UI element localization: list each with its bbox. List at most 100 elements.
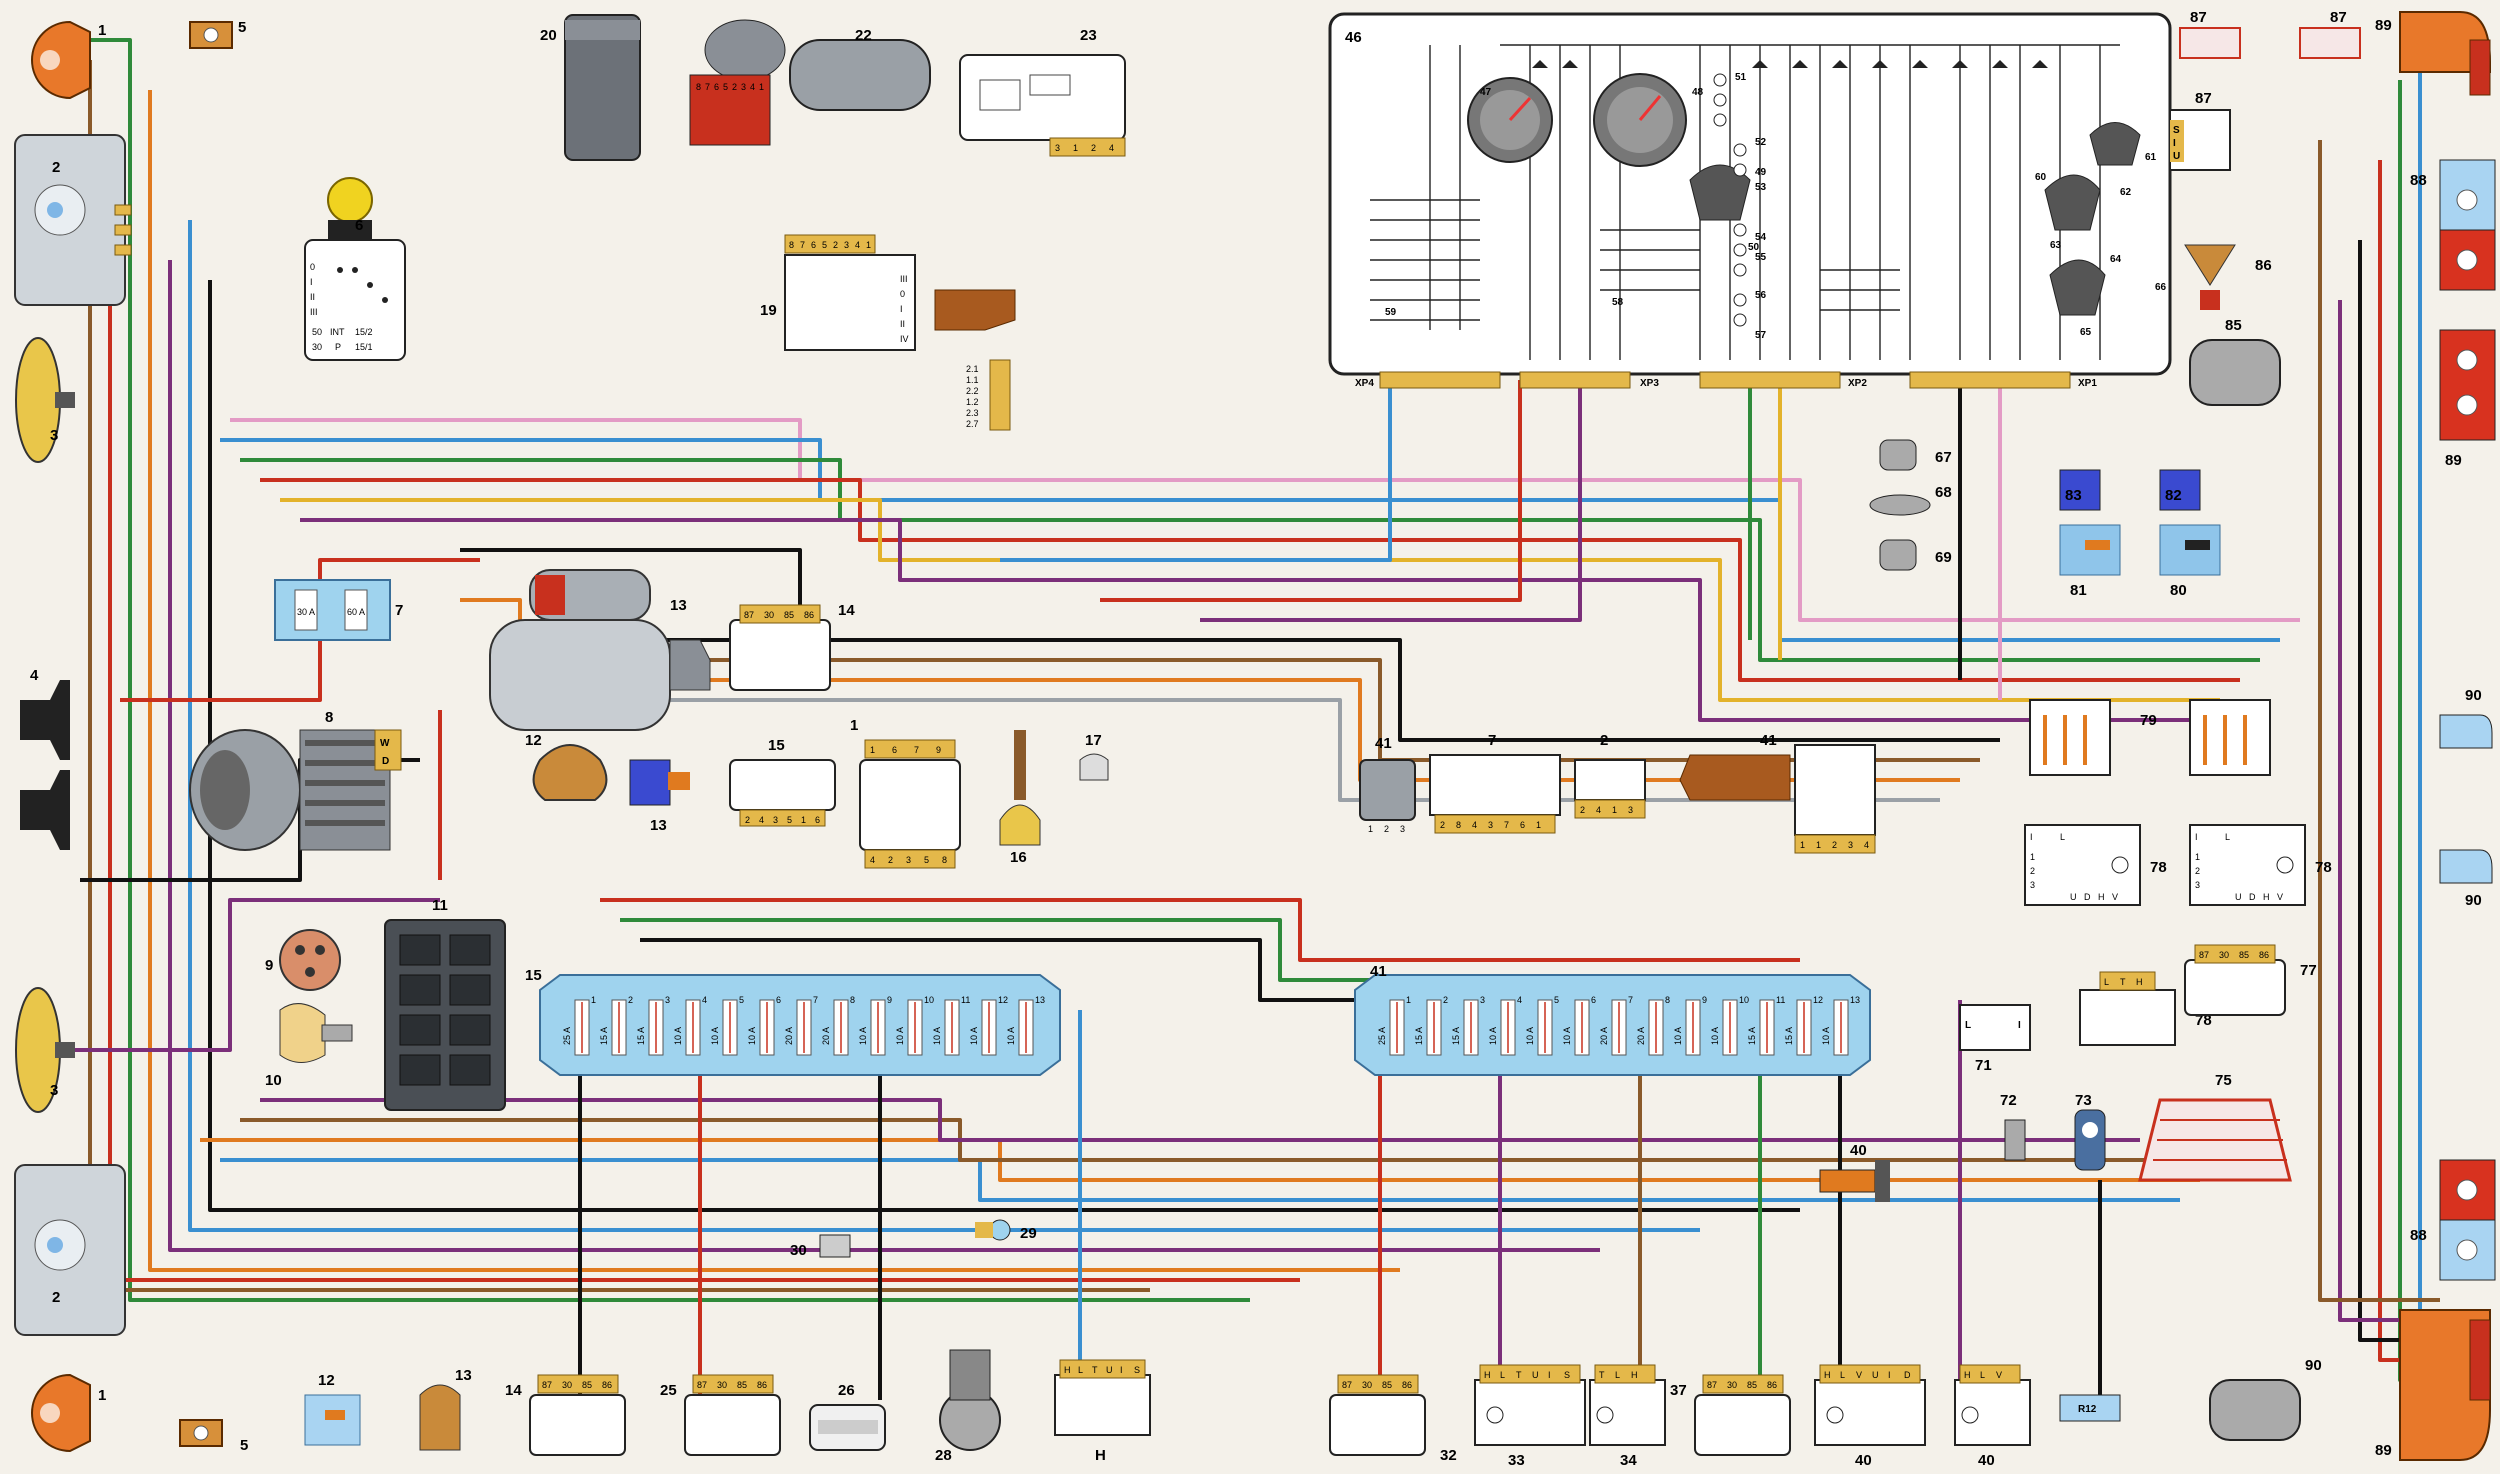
pin-label: S bbox=[1134, 1365, 1140, 1375]
fuse-number: 13 bbox=[1035, 995, 1045, 1005]
pin-label: L bbox=[1615, 1370, 1620, 1380]
switch-pos-3: III bbox=[310, 307, 318, 317]
connector-label: 1.1 bbox=[966, 375, 979, 385]
pin-label: 87 bbox=[1707, 1380, 1717, 1390]
turn-signal-front-right: 1 bbox=[31, 1373, 106, 1453]
pin-label: H bbox=[2098, 892, 2105, 902]
pin-label: D bbox=[2249, 892, 2256, 902]
sensor-22: 16 bbox=[999, 730, 1041, 866]
label-40: 40 bbox=[1850, 1142, 1867, 1159]
label-81: 83 bbox=[2065, 487, 2082, 504]
fuse-number: 6 bbox=[1591, 995, 1596, 1005]
switch-pos-1: I bbox=[310, 277, 313, 287]
label-80: 82 bbox=[2165, 487, 2182, 504]
xp3-label: ХР3 bbox=[1640, 378, 1659, 389]
pin-label: 6 bbox=[714, 82, 719, 92]
heaters-85: 87 87 bbox=[2179, 9, 2361, 59]
pin-label: 3 bbox=[844, 240, 849, 250]
label-37: 37 bbox=[1670, 1382, 1687, 1399]
pin-label: 1 bbox=[1368, 824, 1373, 834]
pin-label: 87 bbox=[697, 1380, 707, 1390]
motor-82: 85 bbox=[2189, 317, 2281, 406]
pin-label: T bbox=[2120, 977, 2126, 987]
label-38: 40 bbox=[1855, 1452, 1872, 1469]
fuse-number: 12 bbox=[1813, 995, 1823, 1005]
pin-label: 86 bbox=[804, 610, 814, 620]
label-43: 7 bbox=[1488, 732, 1496, 749]
pin-label: 86 bbox=[757, 1380, 767, 1390]
label-17: 13 bbox=[650, 817, 667, 834]
pin-label: 3 bbox=[2030, 880, 2035, 890]
pin-label: 6 bbox=[815, 815, 820, 825]
pin-label: L bbox=[2060, 832, 2065, 842]
fuse-number: 8 bbox=[1665, 995, 1670, 1005]
fuse-rating: 10 A bbox=[932, 1027, 942, 1045]
fuse-number: 1 bbox=[1406, 995, 1411, 1005]
pin-label: 85 bbox=[1382, 1380, 1392, 1390]
sensor-17: 13 bbox=[629, 759, 690, 834]
label-3: 3 bbox=[50, 427, 58, 444]
resistors-77: 79 bbox=[2029, 699, 2271, 776]
pin-label: 4 bbox=[750, 82, 755, 92]
label-44: 2 bbox=[1600, 732, 1608, 749]
pin-label: H bbox=[1064, 1365, 1071, 1375]
connector-label: 2.3 bbox=[966, 408, 979, 418]
label-53: 53 bbox=[1755, 182, 1767, 193]
pin-label: 87 bbox=[2199, 950, 2209, 960]
pin-label: 2 bbox=[2030, 866, 2035, 876]
pin-label: 30 bbox=[562, 1380, 572, 1390]
switch-24-pos-ii: II bbox=[900, 319, 905, 329]
fuse-number: 8 bbox=[850, 995, 855, 1005]
pin-label: 3 bbox=[1488, 820, 1493, 830]
label-47: 47 bbox=[1480, 87, 1492, 98]
fuse-number: 2 bbox=[1443, 995, 1448, 1005]
pin-label: 3 bbox=[2195, 880, 2200, 890]
connector-label: 2.7 bbox=[966, 419, 979, 429]
label-29: 26 bbox=[838, 1382, 855, 1399]
pin-label: 5 bbox=[787, 815, 792, 825]
sensor-23: 17 bbox=[1079, 732, 1109, 781]
label-69: 69 bbox=[1935, 549, 1952, 566]
label-18: 15 bbox=[768, 737, 785, 754]
pin-label: D bbox=[1904, 1370, 1911, 1380]
label-65: 65 bbox=[2080, 327, 2092, 338]
pin-label: 7 bbox=[914, 745, 919, 755]
fuse-number: 5 bbox=[739, 995, 744, 1005]
pin-label: 87 bbox=[744, 610, 754, 620]
label-70: 71 bbox=[1975, 1057, 1992, 1074]
label-7: 7 bbox=[395, 602, 403, 619]
label-77: 79 bbox=[2140, 712, 2157, 729]
pin-label: T bbox=[1516, 1370, 1522, 1380]
pin-label: 4 bbox=[870, 855, 875, 865]
fuse-60a: 60 A bbox=[347, 607, 365, 617]
pin-label: 87 bbox=[1342, 1380, 1352, 1390]
label-58: 58 bbox=[1612, 297, 1624, 308]
switch-84: S I U 87 bbox=[2169, 90, 2231, 171]
fuse-number: 12 bbox=[998, 995, 1008, 1005]
label-75: 77 bbox=[2300, 962, 2317, 979]
fuse-number: 11 bbox=[1776, 995, 1785, 1005]
pin-label: 3 bbox=[1848, 840, 1853, 850]
switch-24-pos-iv: IV bbox=[900, 334, 909, 344]
pin-label: 5 bbox=[924, 855, 929, 865]
sensor-13: 13 bbox=[419, 1367, 472, 1451]
label-86-b: 89 bbox=[2375, 1442, 2392, 1459]
pin-label: H bbox=[1824, 1370, 1831, 1380]
motor-90: 90 bbox=[2209, 1357, 2322, 1441]
label-5-lower: 5 bbox=[240, 1437, 248, 1454]
pin-label: 2 bbox=[732, 82, 737, 92]
pin-label: H bbox=[2263, 892, 2270, 902]
pin-label: L bbox=[1500, 1370, 1505, 1380]
